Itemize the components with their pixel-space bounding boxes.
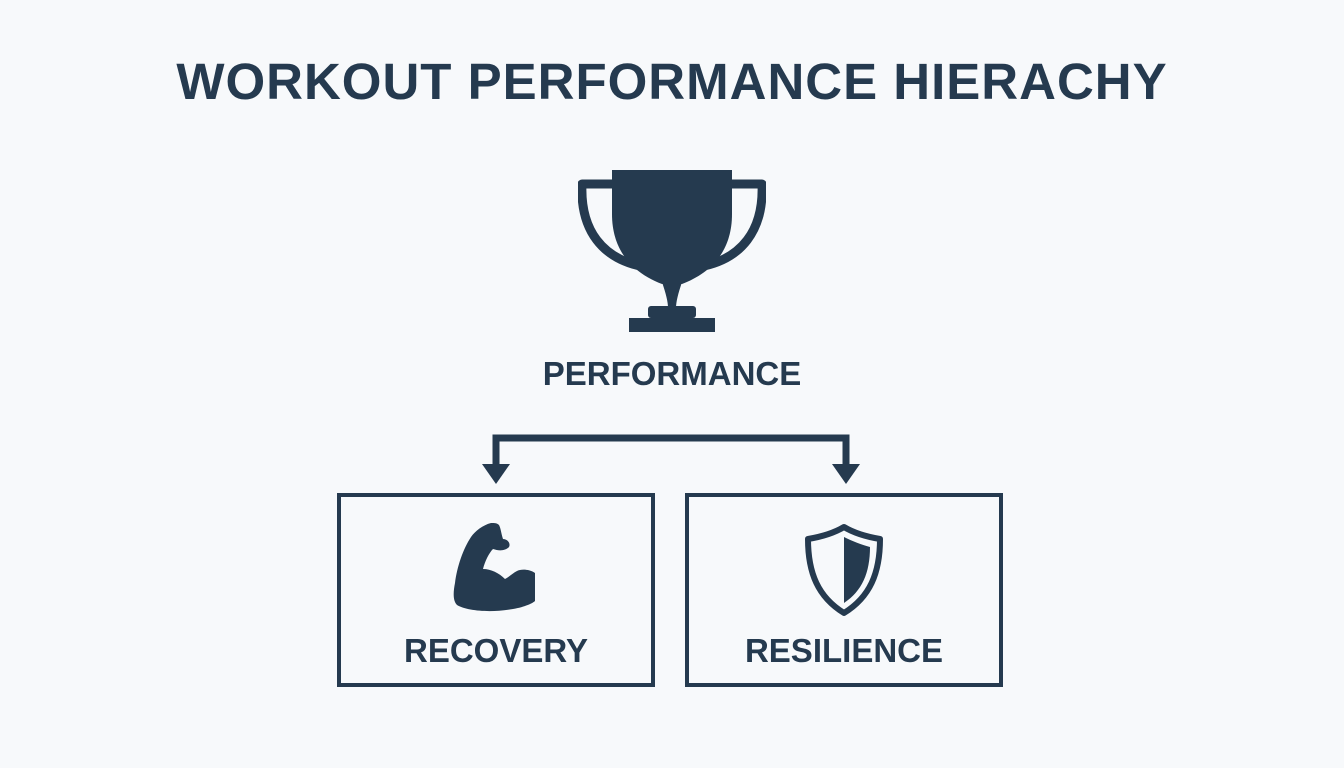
resilience-label: RESILIENCE: [744, 632, 944, 669]
trophy-icon: [578, 170, 766, 332]
resilience-box: RESILIENCE: [685, 493, 1003, 687]
performance-label: PERFORMANCE: [542, 355, 802, 392]
hierarchy-connector-arrows: [482, 434, 860, 484]
flexed-bicep-icon: [453, 523, 535, 612]
page-title: WORKOUT PERFORMANCE HIERACHY: [176, 53, 1168, 110]
shield-icon: [805, 524, 883, 616]
recovery-label: RECOVERY: [404, 632, 588, 669]
recovery-box: RECOVERY: [337, 493, 655, 687]
